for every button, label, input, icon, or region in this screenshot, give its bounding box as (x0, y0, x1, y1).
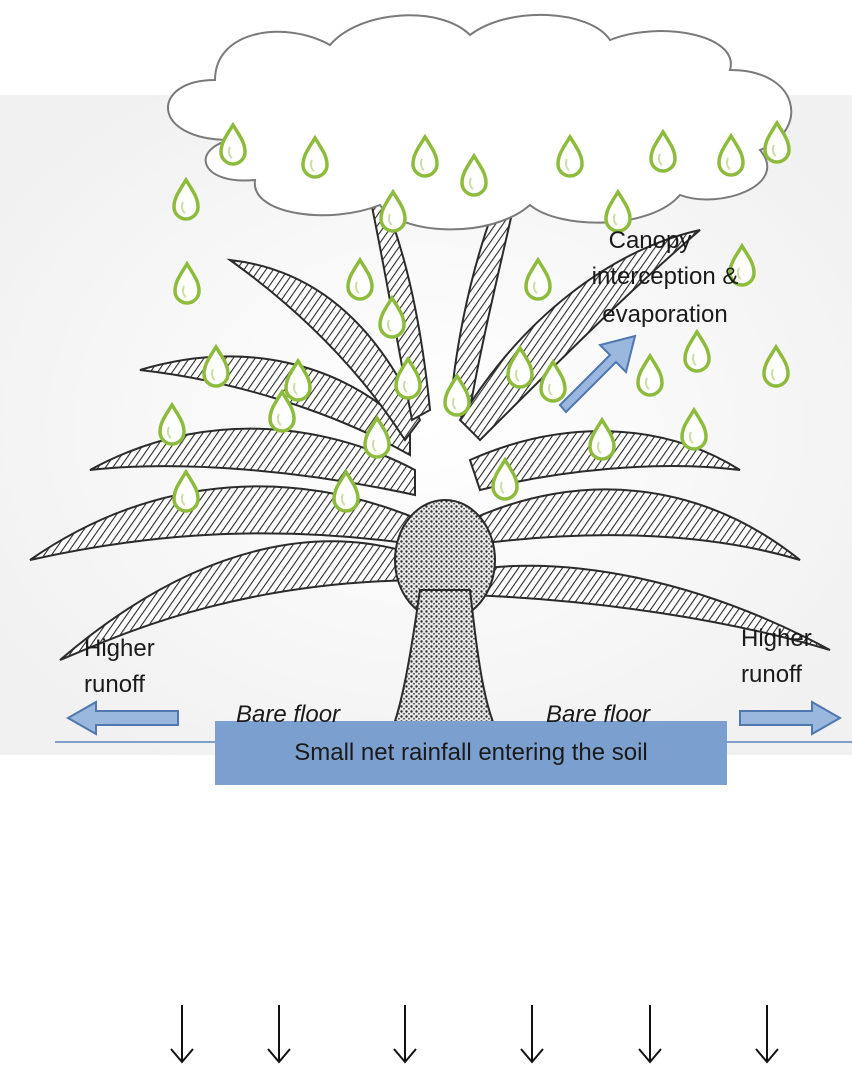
bare-floor-right-label: Bare floor (546, 700, 650, 730)
cloud-icon (168, 15, 791, 230)
soil-box-label: Small net rainfall entering the soil (215, 721, 727, 785)
down-arrow-icon (394, 1005, 416, 1062)
down-arrow-icon (171, 1005, 193, 1062)
down-arrow-icon (639, 1005, 661, 1062)
runoff-right-line2: runoff (741, 660, 802, 690)
down-arrow-icon (268, 1005, 290, 1062)
canopy-label-line3: evaporation (585, 300, 745, 330)
down-arrow-icon (756, 1005, 778, 1062)
canopy-label-line2: interception & (560, 262, 770, 292)
infiltration-arrows (171, 1005, 778, 1062)
down-arrow-icon (521, 1005, 543, 1062)
runoff-right-line1: Higher (741, 624, 812, 654)
canopy-label-line1: Canopy (590, 226, 710, 256)
runoff-left-line1: Higher (84, 634, 155, 664)
bare-floor-left-label: Bare floor (236, 700, 340, 730)
runoff-left-line2: runoff (84, 670, 145, 700)
